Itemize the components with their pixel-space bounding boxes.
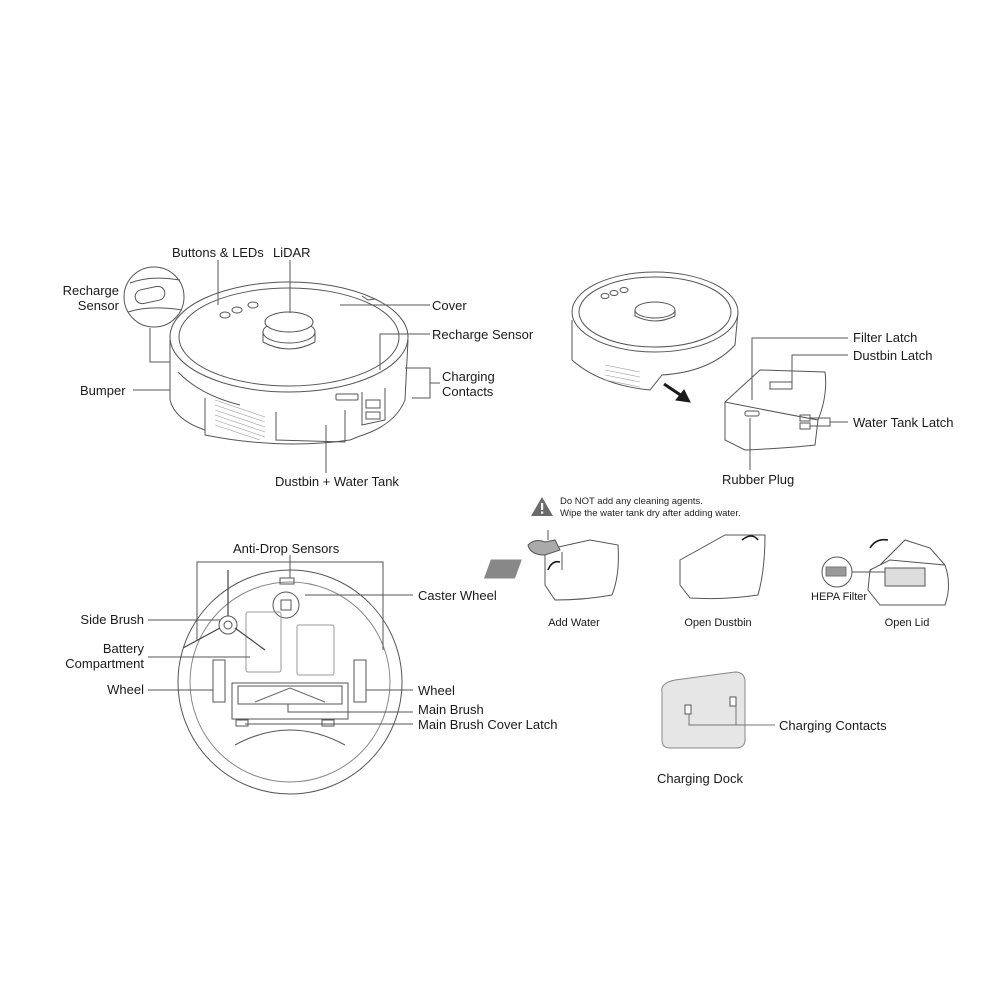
label-hepa-filter: HEPA Filter (811, 591, 868, 603)
label-bumper: Bumper (80, 383, 126, 398)
label-filter-latch: Filter Latch (853, 330, 918, 345)
label-lidar: LiDAR (273, 245, 311, 260)
label-side-brush: Side Brush (80, 612, 144, 627)
charging-dock-illustration (661, 671, 775, 749)
robot-dustbin-removal (571, 271, 848, 470)
label-recharge-sensor: Recharge Sensor (432, 327, 534, 342)
label-main-brush: Main Brush (418, 702, 484, 717)
label-anti-drop-sensors: Anti-Drop Sensors (233, 541, 340, 556)
robot-bottom-view (148, 555, 413, 795)
label-wheel-left: Wheel (107, 682, 144, 697)
label-add-water: Add Water (548, 617, 600, 629)
label-rubber-plug: Rubber Plug (722, 472, 795, 487)
label-open-dustbin: Open Dustbin (684, 617, 752, 629)
label-caster-wheel: Caster Wheel (418, 588, 497, 603)
step-illustrations (483, 530, 949, 606)
robot-top-view (123, 260, 440, 473)
label-charging-contacts: Charging Contacts (442, 369, 495, 399)
label-charging-dock: Charging Dock (657, 771, 743, 786)
label-cover: Cover (432, 298, 467, 313)
label-water-tank-latch: Water Tank Latch (853, 415, 954, 430)
label-dustbin-water-tank: Dustbin + Water Tank (275, 474, 399, 489)
label-buttons-leds: Buttons & LEDs (172, 245, 264, 260)
label-open-lid: Open Lid (884, 617, 930, 629)
warning-line-2: Wipe the water tank dry after adding wat… (560, 508, 741, 519)
label-main-brush-cover-latch: Main Brush Cover Latch (418, 717, 558, 732)
warning-triangle-icon (531, 497, 553, 516)
label-recharge-sensor-inset: Recharge Sensor (62, 283, 119, 313)
label-wheel-right: Wheel (418, 683, 455, 698)
label-dock-charging-contacts: Charging Contacts (779, 718, 887, 733)
label-battery-compartment: Battery Compartment (65, 641, 144, 671)
warning-notice: Do NOT add any cleaning agents. Wipe the… (530, 496, 741, 520)
warning-line-1: Do NOT add any cleaning agents. (560, 496, 703, 507)
label-dustbin-latch: Dustbin Latch (853, 348, 933, 363)
